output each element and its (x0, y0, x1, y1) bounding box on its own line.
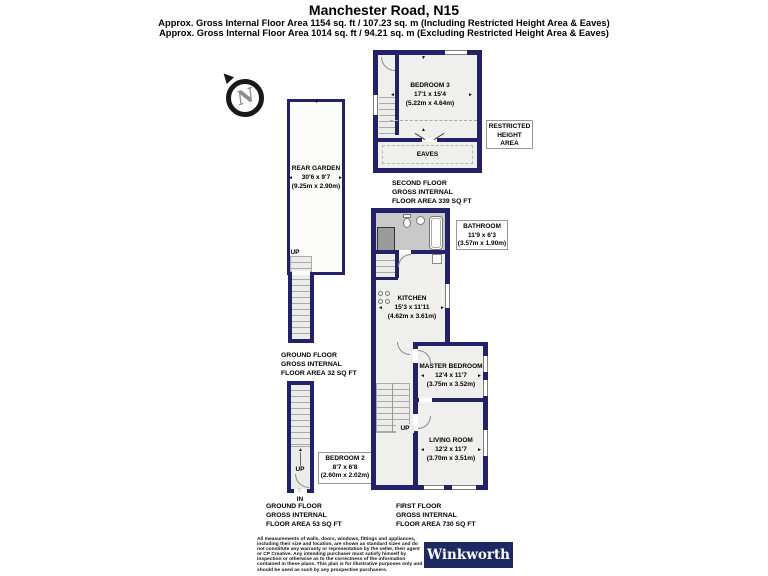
second-floor-stairs (379, 97, 395, 134)
first-floor-area-rooms (413, 346, 483, 485)
dim-arrow-left-icon: ◄ (288, 175, 293, 181)
bathroom-label-box: BATHROOM 11'9 x 6'3 (3.57m x 1.90m) (456, 220, 508, 250)
dim-arrow-left-icon: ◄ (390, 92, 395, 98)
dim-arrow-right-icon: ► (477, 447, 482, 453)
ground-floor-garden-caption: GROUND FLOOR GROSS INTERNAL FLOOR AREA 3… (281, 352, 357, 377)
restricted-height-label-box: RESTRICTED HEIGHT AREA (486, 120, 533, 149)
garden-stairs (290, 256, 312, 272)
ff-wall-right-lower (483, 342, 488, 490)
up-arrowhead-icon: ▲ (298, 447, 303, 453)
bedroom3-label: BEDROOM 3 17'1 x 15'4 (5.22m x 4.64m) (405, 82, 455, 107)
living-room-label: LIVING ROOM 12'2 x 11'7 (3.70m x 3.51m) (426, 437, 476, 462)
subtitle-including: Approx. Gross Internal Floor Area 1154 s… (158, 18, 610, 28)
rear-garden-plan (287, 99, 345, 275)
dim-arrow-right-icon: ► (468, 92, 473, 98)
living-door-opening (413, 414, 418, 431)
master-bedroom-label: MASTER BEDROOM 12'4 x 11'7 (3.75m x 3.52… (419, 363, 483, 388)
up-direction-line (300, 452, 301, 466)
bathroom-door-opening (399, 250, 411, 254)
living-window-bottom-2 (452, 485, 476, 490)
toilet-cistern-icon (403, 214, 411, 218)
ff-wall-right-upper (445, 208, 450, 346)
dim-arrow-left-icon: ◄ (378, 305, 383, 311)
bedroom2-label-box: BEDROOM 2 8'7 x 6'8 (2.60m x 2.02m) (318, 452, 372, 484)
entrance-up-label: UP (295, 466, 305, 473)
divider-door-opening (419, 398, 432, 402)
living-window-bottom-1 (424, 485, 444, 490)
kitchen-label: KITCHEN 15'3 x 11'11 (4.62m x 3.61m) (387, 295, 437, 320)
ff-wall-left (371, 208, 376, 490)
ff-upper-stairs (376, 255, 395, 277)
ff-wall-stair-stub (395, 252, 399, 278)
garden-up-label: UP (290, 249, 300, 256)
ff-wall-master-top (413, 342, 488, 346)
dim-arrow-right-icon: ► (338, 175, 343, 181)
entrance-in-label: IN (296, 496, 304, 503)
dim-arrow-right-icon: ► (477, 373, 482, 379)
eaves-label: EAVES (416, 151, 439, 158)
kitchen-sink-icon (432, 254, 442, 264)
compass-icon: N (219, 69, 268, 118)
entrance-stairs (291, 385, 310, 447)
dim-arrow-up-icon: ▲ (421, 127, 426, 133)
dim-arrow-left-icon: ◄ (420, 447, 425, 453)
dim-arrow-down-icon: ▼ (421, 55, 426, 61)
first-floor-up-label: UP (396, 424, 414, 433)
bathtub-icon (429, 216, 443, 250)
stair-divider-line (392, 383, 393, 433)
second-floor-window-top (445, 50, 467, 55)
disclaimer-text: All measurements of walls, doors, window… (257, 537, 423, 573)
first-floor-caption: FIRST FLOOR GROSS INTERNAL FLOOR AREA 73… (396, 503, 476, 528)
kitchen-window (445, 284, 450, 308)
master-window-1 (483, 356, 488, 372)
master-door-opening (413, 349, 418, 363)
restricted-height-line (390, 120, 477, 121)
dim-arrow-right-icon: ► (440, 305, 445, 311)
subtitle-excluding: Approx. Gross Internal Floor Area 1014 s… (159, 28, 609, 38)
ff-wall-divider (417, 398, 483, 402)
garden-stair-opening (292, 271, 310, 275)
winkworth-logo: Winkworth (424, 542, 513, 568)
shower-icon (377, 227, 395, 252)
second-floor-caption: SECOND FLOOR GROSS INTERNAL FLOOR AREA 3… (392, 180, 472, 205)
living-window-side (483, 430, 488, 456)
ff-wall-stair-stub2 (376, 277, 398, 280)
rear-garden-label: REAR GARDEN 30'6 x 9'7 (9.25m x 2.90m) (291, 165, 341, 190)
second-floor-window-left (373, 95, 378, 115)
ground-floor-hall-caption: GROUND FLOOR GROSS INTERNAL FLOOR AREA 5… (266, 503, 342, 528)
page-title: Manchester Road, N15 (308, 2, 460, 18)
entrance-door-opening (294, 489, 307, 493)
eaves-door-opening (422, 138, 437, 142)
entry-arrow-icon: ▲ (297, 487, 302, 493)
compass-pointer-icon (219, 69, 235, 85)
dim-arrow-down-icon: ▼ (314, 99, 319, 105)
dim-arrow-left-icon: ◄ (420, 373, 425, 379)
ff-wall-top (371, 208, 450, 213)
sink-icon (416, 216, 425, 225)
stairwell-wall (395, 55, 399, 135)
bathroom-door-arc (398, 254, 411, 267)
eaves-dashed-outline (382, 145, 473, 164)
toilet-icon (403, 218, 411, 228)
garden-stairwell-stairs (292, 274, 310, 339)
master-window-2 (483, 380, 488, 396)
compass-north-letter: N (234, 83, 258, 111)
hob-icon (378, 291, 391, 306)
